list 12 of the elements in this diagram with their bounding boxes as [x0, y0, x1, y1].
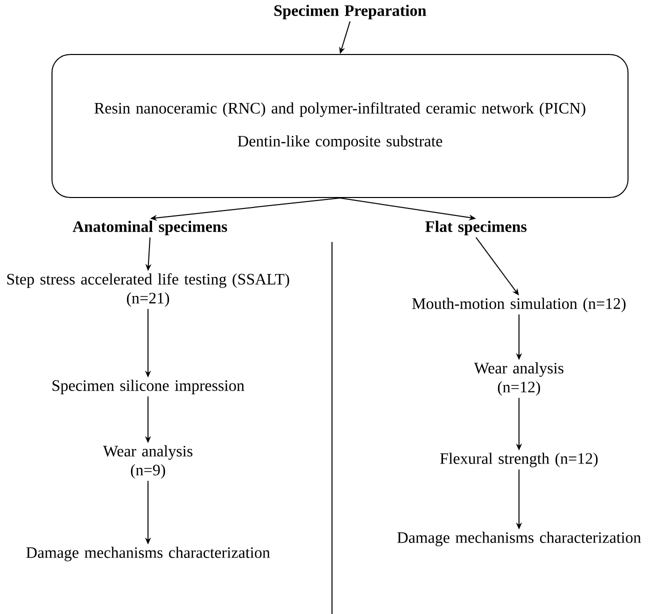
- step-text: Damage mechanisms characterization: [397, 532, 641, 546]
- heading-text: Flat specimens: [425, 220, 527, 236]
- heading-text: Anatominal specimens: [72, 220, 228, 236]
- step-text: Wear analysis (n=12): [474, 362, 564, 396]
- heading-text: Specimen Preparation: [274, 4, 426, 20]
- process-box: Resin nanoceramic (RNC) and polymer-infiltrated ceramic network (PICN) Dentin-like composite substrate: [52, 54, 628, 198]
- step-text: Damage mechanisms characterization: [26, 546, 270, 562]
- step-text: Wear analysis (n=9): [103, 445, 192, 479]
- step-text: Flexural strength (n=12): [440, 452, 598, 468]
- step-text: Mouth-motion simulation (n=12): [412, 298, 626, 312]
- step-text: Specimen silicone impression: [52, 380, 244, 394]
- step-text: Step stress accelerated life testing (SSALT) (n=21): [7, 273, 290, 307]
